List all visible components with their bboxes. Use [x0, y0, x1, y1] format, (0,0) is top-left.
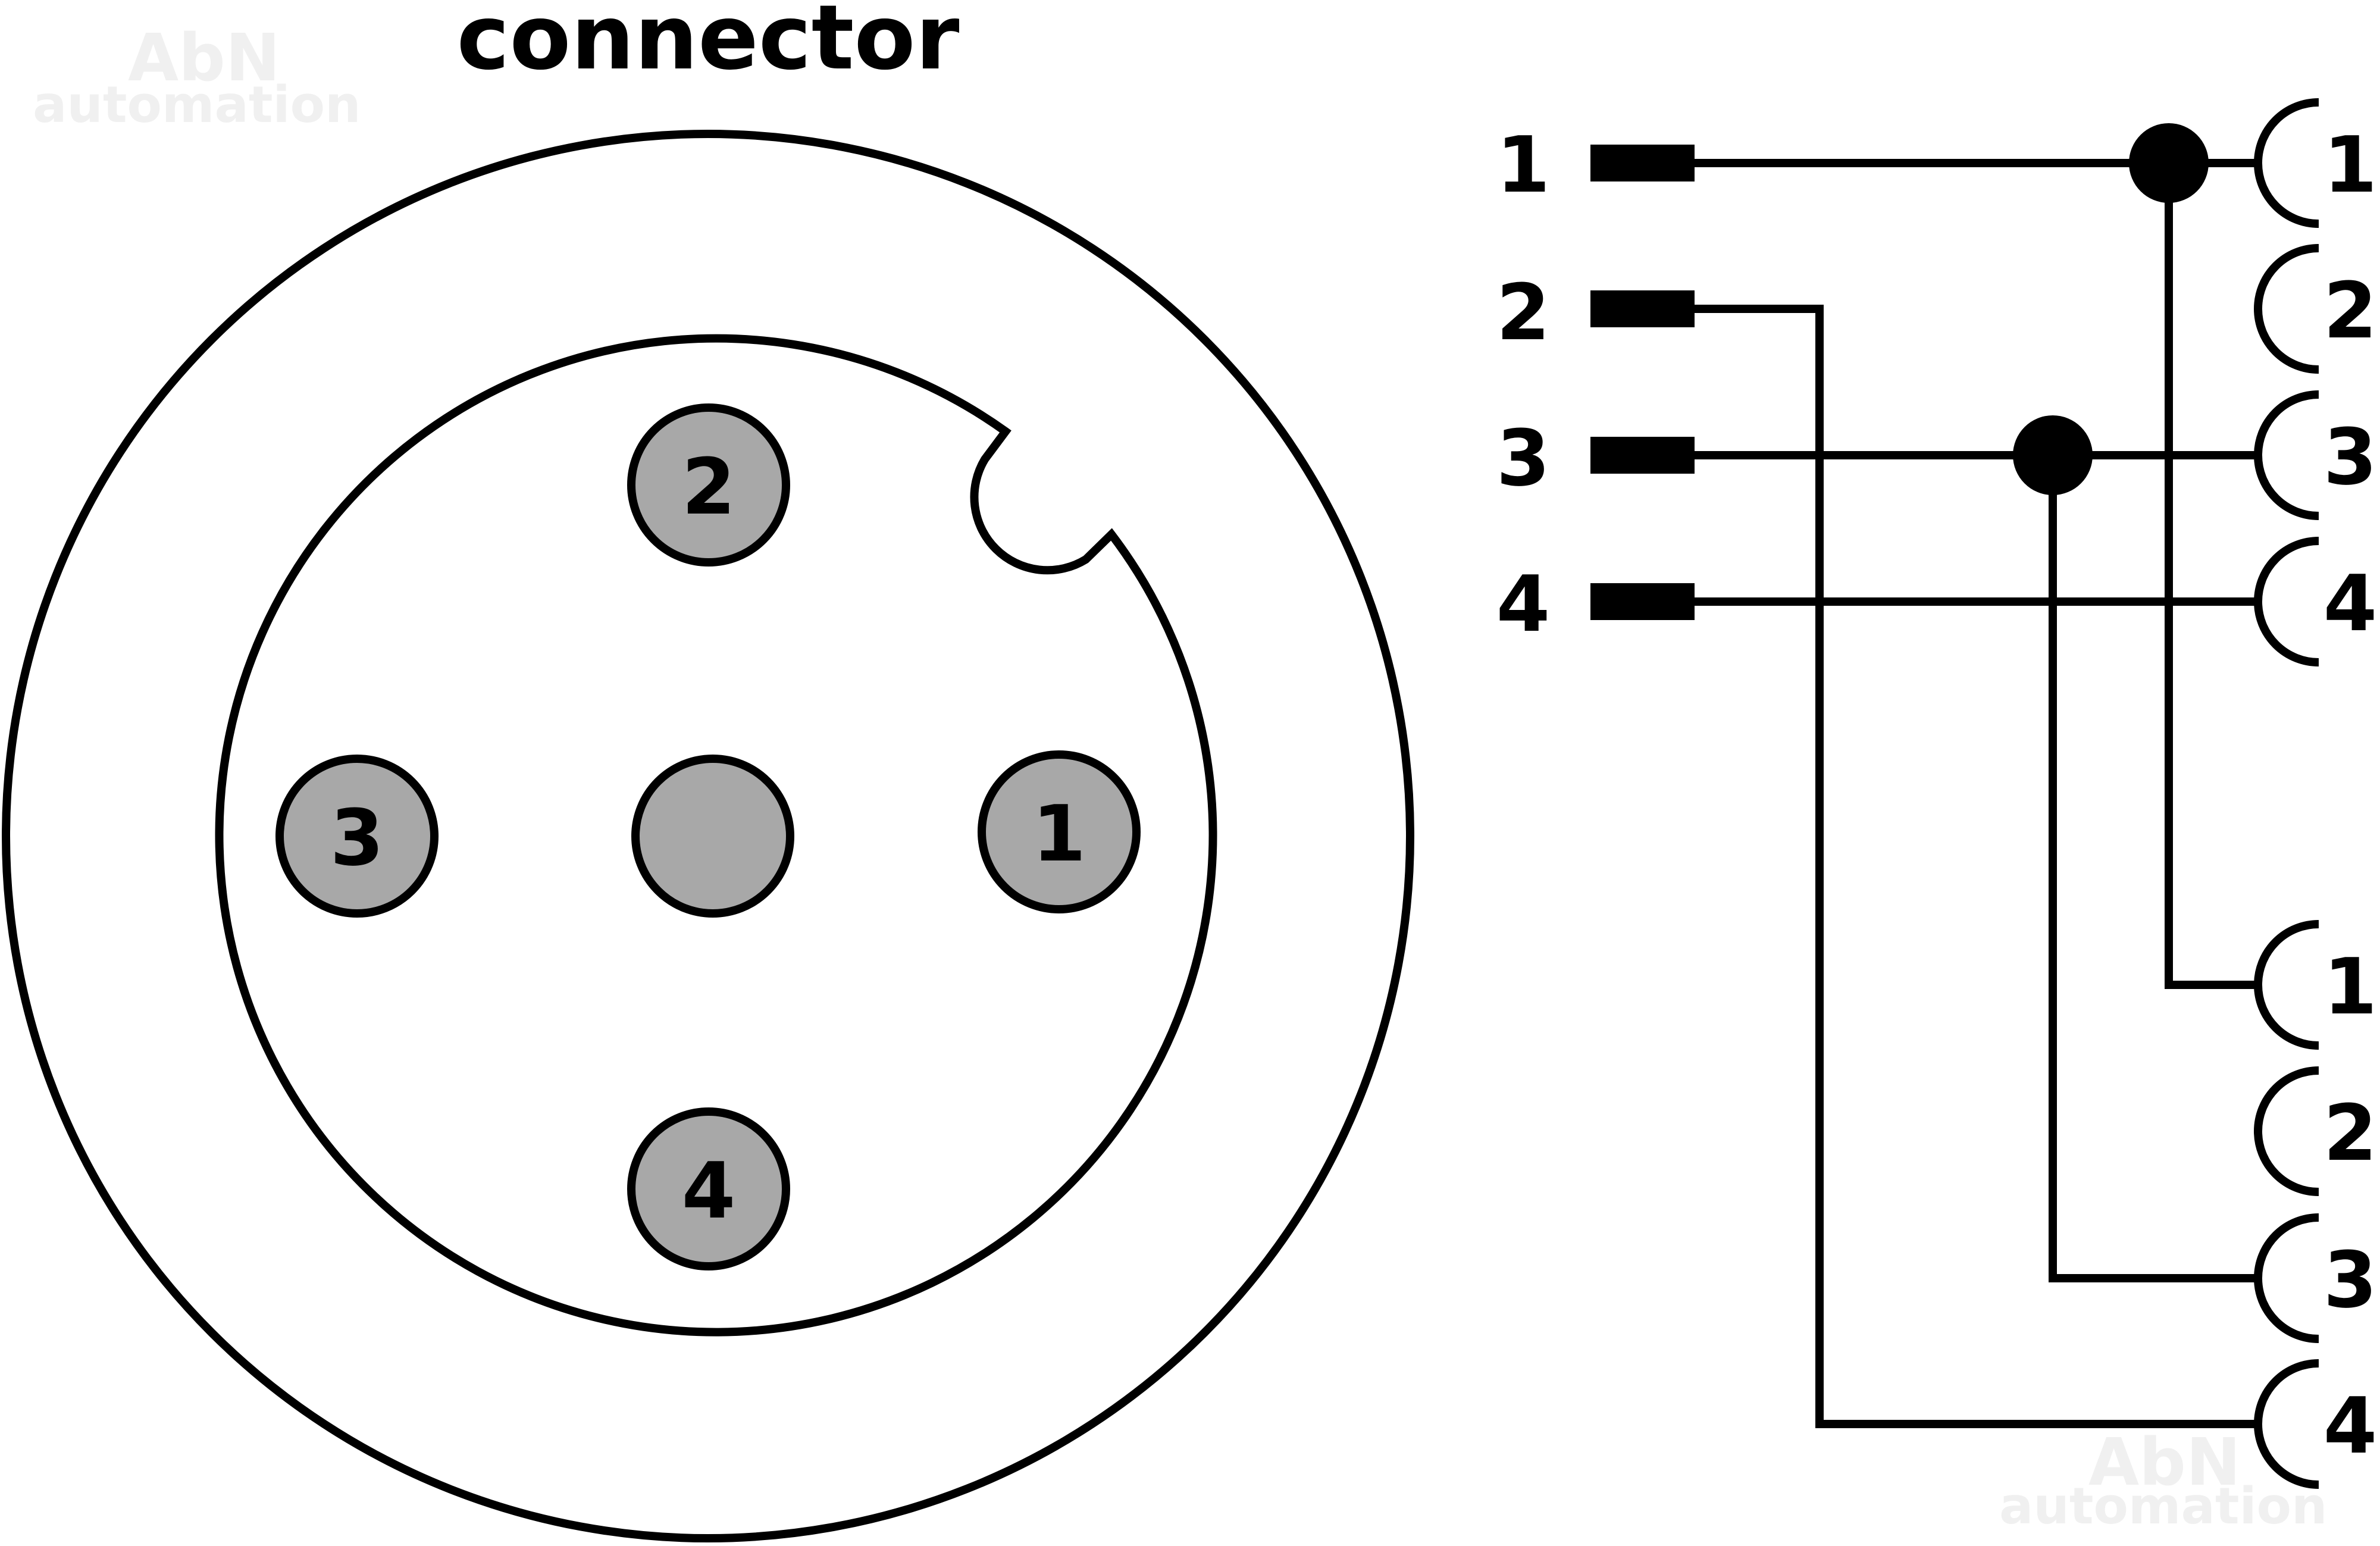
wire-pin1-to-bottom1	[2165, 163, 2255, 989]
connector-pin-label: 2	[682, 442, 735, 532]
watermark-line1: AbN	[128, 20, 280, 96]
connector-pin-right: 1	[978, 750, 1141, 913]
junction-dot	[2013, 415, 2093, 495]
watermark-bottom-right: AbN automation	[1999, 1424, 2328, 1536]
output-top-label: 3	[2323, 412, 2377, 502]
male-pin-terminal	[1590, 583, 1695, 620]
female-socket-arc	[2254, 1359, 2319, 1489]
output-bottom-label: 1	[2323, 941, 2377, 1032]
watermark-line1: AbN	[2088, 1424, 2241, 1500]
output-bottom-label: 2	[2323, 1088, 2377, 1178]
female-socket-arc	[2254, 244, 2319, 374]
inner-ring-with-keyway	[215, 334, 1217, 1337]
connector-pin-label: 4	[682, 1146, 735, 1236]
female-socket-arc	[2254, 98, 2319, 228]
female-socket-arc	[2254, 1066, 2319, 1196]
watermark-line2: automation	[1999, 1477, 2328, 1536]
connector-pin-label: 1	[1032, 788, 1086, 879]
male-pin-terminal	[1590, 145, 1695, 181]
output-bottom-label: 4	[2323, 1381, 2377, 1471]
male-pin-terminal	[1590, 290, 1695, 327]
connector-pin-left: 3	[275, 755, 439, 918]
female-socket-arc	[2254, 390, 2319, 520]
output-top-label: 1	[2323, 120, 2377, 210]
input-pin-label: 2	[1496, 267, 1550, 358]
female-socket-arc	[2254, 920, 2319, 1050]
input-pin-label: 1	[1496, 120, 1550, 210]
diagram-title: connector	[457, 0, 960, 90]
output-bottom-label: 3	[2323, 1235, 2377, 1325]
connector-face: 2 3 1 4	[2, 130, 1414, 1542]
wiring-schematic: 1 2 3 4 1 2 3 4 1 2 3 4	[1496, 98, 2377, 1489]
outer-ring	[2, 130, 1414, 1542]
input-pin-label: 3	[1496, 413, 1550, 503]
connector-pin-label: 3	[330, 793, 384, 883]
output-top-label: 2	[2323, 265, 2377, 356]
connector-pin-bottom: 4	[627, 1107, 790, 1270]
female-socket-arc	[2254, 1213, 2319, 1343]
connector-pin-top: 2	[627, 403, 790, 567]
junction-dot	[2129, 123, 2209, 203]
watermark-line2: automation	[33, 76, 361, 134]
output-top-label: 4	[2323, 558, 2377, 649]
watermark-top-left: AbN automation	[33, 20, 361, 134]
wire-pin2-to-bottom4	[1695, 305, 2255, 1428]
male-pin-terminal	[1590, 437, 1695, 474]
center-pin	[631, 755, 794, 918]
wire-pin3-to-bottom3	[2049, 455, 2255, 1282]
female-socket-arc	[2254, 537, 2319, 666]
input-pin-label: 4	[1496, 559, 1550, 649]
